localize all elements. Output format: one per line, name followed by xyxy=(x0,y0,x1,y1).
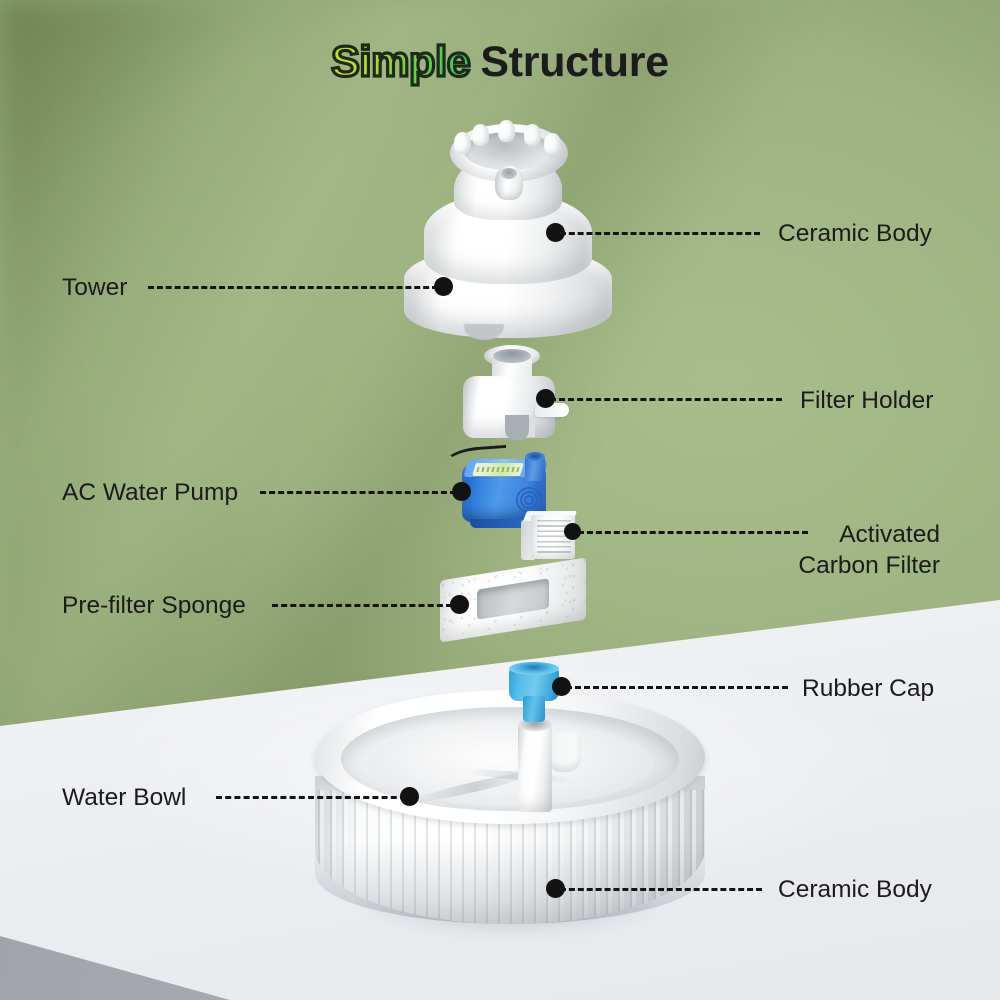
label-ceramic-body-bottom: Ceramic Body xyxy=(778,876,932,903)
title-word-simple: Simple xyxy=(330,36,473,87)
leader-activated-carbon-filter xyxy=(578,531,808,534)
label-activated-carbon-filter: Activated Carbon Filter xyxy=(700,519,940,582)
tower-crown-tooth xyxy=(472,124,489,146)
dot-ceramic-body-bottom xyxy=(546,879,565,898)
part-water-bowl xyxy=(315,690,705,940)
dot-rubber-cap xyxy=(552,677,571,696)
label-pre-filter-sponge: Pre-filter Sponge xyxy=(62,592,246,619)
part-water-tube xyxy=(518,716,552,812)
filter-holder-foot xyxy=(525,417,535,437)
part-tower xyxy=(398,118,618,343)
tower-base-notch xyxy=(464,324,504,340)
pump-base xyxy=(470,519,536,528)
label-ac-water-pump: AC Water Pump xyxy=(62,479,239,506)
leader-ceramic-body-bottom xyxy=(560,888,762,891)
leader-ceramic-body-top xyxy=(560,232,760,235)
part-rubber-cap xyxy=(505,662,567,723)
label-ceramic-body-top: Ceramic Body xyxy=(778,220,932,247)
tower-crown-tooth xyxy=(544,133,561,155)
rubber-cap-rim xyxy=(509,662,559,675)
dot-ac-water-pump xyxy=(452,482,471,501)
leader-rubber-cap xyxy=(566,686,788,689)
leader-pre-filter-sponge xyxy=(272,604,452,607)
bowl-base-shading xyxy=(315,840,705,924)
leader-filter-holder xyxy=(550,398,782,401)
label-activated-carbon-filter-line1: Activated xyxy=(839,521,940,548)
tube-body xyxy=(518,724,552,812)
rubber-cap-stem xyxy=(523,696,545,722)
dot-ceramic-body-top xyxy=(546,223,565,242)
tower-crown-tooth xyxy=(498,120,515,142)
title-word-structure: Structure xyxy=(480,38,669,86)
leader-ac-water-pump xyxy=(260,491,456,494)
dot-activated-carbon-filter xyxy=(564,523,581,540)
pump-outlet-opening xyxy=(525,452,545,461)
dot-filter-holder xyxy=(536,389,555,408)
tower-crown-tooth xyxy=(454,132,471,154)
leader-water-bowl xyxy=(216,796,406,799)
part-ac-water-pump xyxy=(443,444,567,530)
dot-water-bowl xyxy=(400,787,419,806)
pump-intake-grille xyxy=(514,485,544,515)
label-rubber-cap: Rubber Cap xyxy=(802,675,935,702)
label-water-bowl: Water Bowl xyxy=(62,784,187,811)
label-activated-carbon-filter-line2: Carbon Filter xyxy=(798,552,940,580)
filter-holder-slot xyxy=(505,415,529,440)
carbon-filter-side xyxy=(521,520,534,560)
tower-spout-opening xyxy=(501,168,517,179)
dot-tower xyxy=(434,277,453,296)
tower-crown-tooth xyxy=(524,124,541,146)
bowl-inner-tab xyxy=(547,732,581,772)
dot-pre-filter-sponge xyxy=(450,595,469,614)
part-filter-holder xyxy=(459,345,574,450)
label-filter-holder: Filter Holder xyxy=(800,387,934,414)
label-tower: Tower xyxy=(62,274,128,301)
pump-outlet-nozzle xyxy=(525,455,545,481)
filter-holder-opening xyxy=(493,349,531,363)
leader-tower xyxy=(148,286,438,289)
pump-spec-label xyxy=(472,463,524,476)
